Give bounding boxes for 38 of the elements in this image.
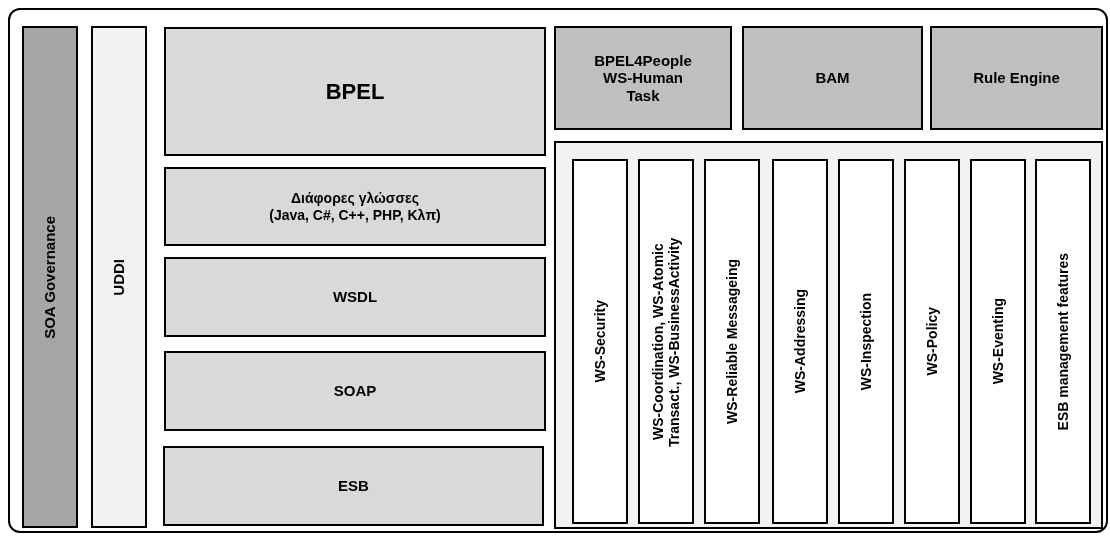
protocol-column bbox=[638, 159, 694, 524]
layer-label: ESB bbox=[338, 477, 369, 495]
vertical-label: WS-Eventing bbox=[989, 298, 1007, 385]
vertical-label: WS-Coordination, WS-Atomic Transact., WS-BusinessActivity bbox=[649, 235, 683, 449]
vertical-label: UDDI bbox=[110, 258, 128, 296]
protocol-column bbox=[704, 159, 760, 524]
group-panel bbox=[554, 141, 1103, 529]
protocol-column bbox=[1035, 159, 1091, 524]
component-box bbox=[742, 26, 923, 130]
layer-box bbox=[164, 351, 546, 431]
vertical-label: ESB management features bbox=[1054, 252, 1072, 431]
protocol-column bbox=[970, 159, 1026, 524]
vertical-label: WS-Reliable Messageing bbox=[723, 259, 741, 424]
vertical-label: WS-Addressing bbox=[791, 289, 809, 394]
layer-box bbox=[163, 446, 544, 526]
vertical-label: WS-Policy bbox=[923, 307, 941, 376]
layer-label: SOAP bbox=[333, 382, 377, 400]
protocol-column bbox=[772, 159, 828, 524]
layer-box bbox=[164, 27, 546, 156]
component-box bbox=[554, 26, 732, 130]
layer-box bbox=[164, 257, 546, 337]
component-box bbox=[930, 26, 1103, 130]
side-bar bbox=[91, 26, 147, 528]
vertical-label: WS-Security bbox=[591, 300, 609, 383]
vertical-label: SOA Governance bbox=[41, 215, 59, 339]
layer-label: Rule Engine bbox=[973, 69, 1060, 87]
layer-box bbox=[164, 167, 546, 246]
subtitle-text: (Java, C#, C++, PHP, Κλπ) bbox=[269, 206, 441, 223]
layer-label: BPEL4People WS-Human Task bbox=[593, 52, 693, 104]
protocol-column bbox=[572, 159, 628, 524]
layer-label: Διάφορες γλώσσες bbox=[291, 190, 419, 207]
vertical-label: WS-Inspection bbox=[857, 292, 875, 391]
layer-label: WSDL bbox=[332, 288, 378, 306]
protocol-column bbox=[904, 159, 960, 524]
layer-label: BPEL bbox=[325, 78, 385, 105]
side-bar bbox=[22, 26, 78, 528]
protocol-column bbox=[838, 159, 894, 524]
layer-label: BAM bbox=[815, 69, 850, 87]
